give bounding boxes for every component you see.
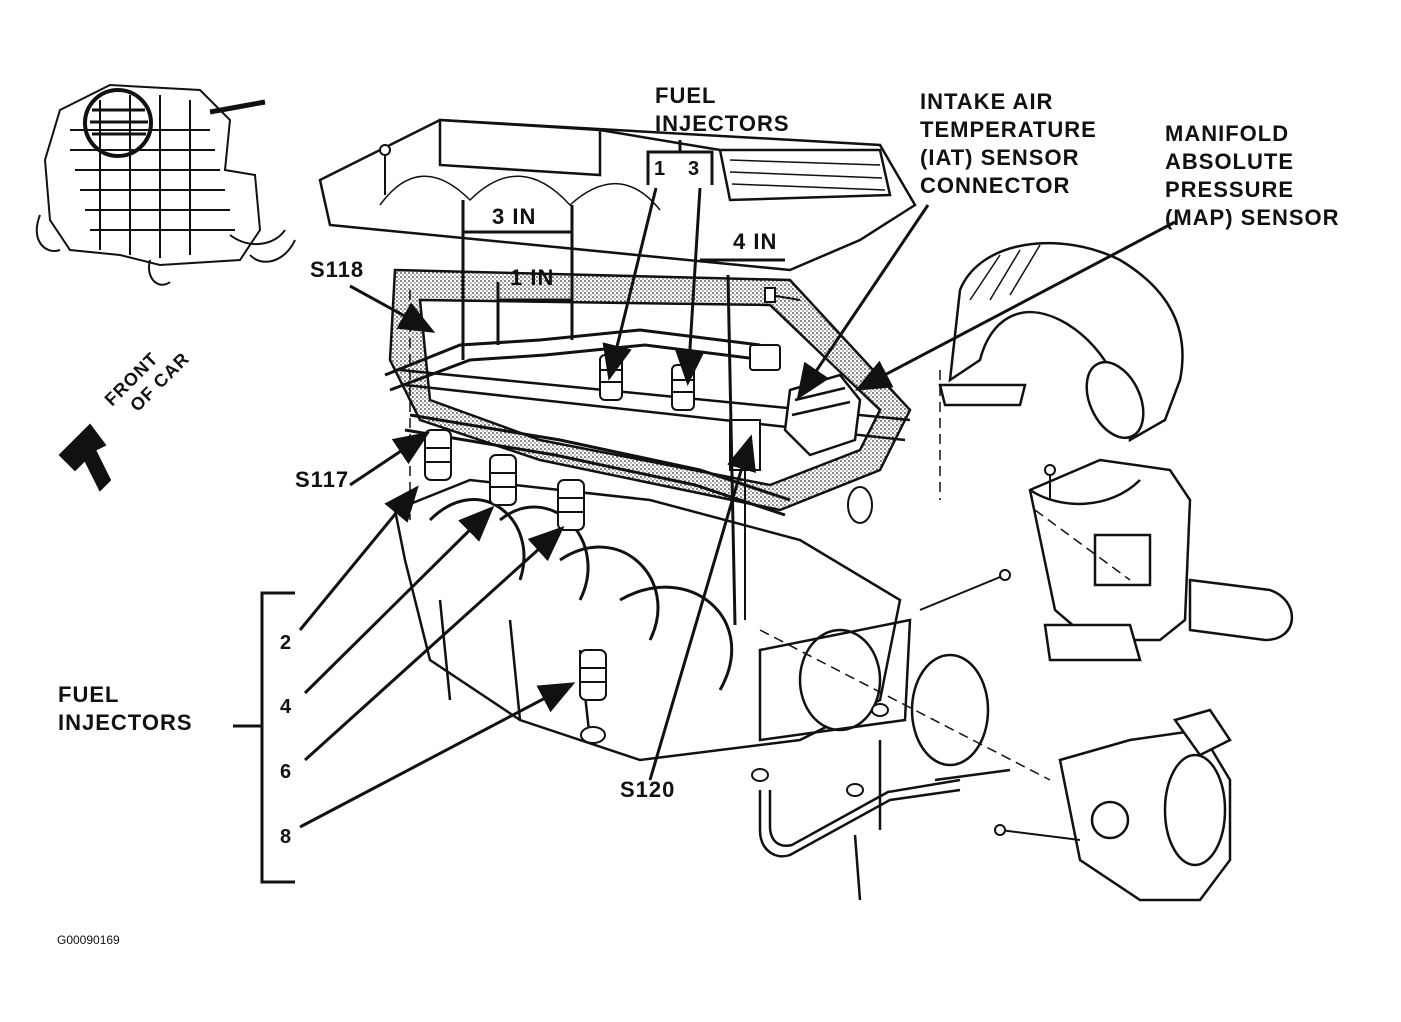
- splice-s118-label: S118: [310, 257, 365, 282]
- injector-number-3: 3: [688, 158, 700, 180]
- left-injectors-bracket: [233, 591, 295, 884]
- splice-s117-label: S117: [295, 467, 350, 492]
- fuel-injectors-left-label: FUEL INJECTORS: [58, 682, 193, 735]
- splice-s120-label: S120: [620, 777, 676, 802]
- figure-id: G00090169: [57, 933, 120, 947]
- leader-arrows: [298, 187, 1176, 829]
- engine-locator-inset: [35, 83, 296, 286]
- injector-number-6: 6: [280, 761, 292, 783]
- fuel-injector-8: [579, 649, 607, 744]
- top-injectors-bracket: [646, 140, 714, 185]
- distance-4-in-label: 4 IN: [733, 229, 778, 254]
- fuel-injector-6: [557, 479, 585, 531]
- fuel-injector-2: [424, 429, 452, 481]
- air-inlet-elbow: [938, 241, 1184, 443]
- fasteners: [379, 144, 1081, 841]
- injector-number-4: 4: [280, 696, 292, 718]
- upper-intake-plenum: [318, 118, 917, 272]
- injector-number-1: 1: [654, 158, 666, 180]
- distance-1-in-label: 1 IN: [510, 265, 555, 290]
- map-sensor-label: MANIFOLD ABSOLUTE PRESSURE (MAP) SENSOR: [1165, 121, 1340, 230]
- throttle-body: [910, 653, 1232, 902]
- injector-number-8: 8: [280, 826, 292, 848]
- distance-3-in-label: 3 IN: [492, 204, 537, 229]
- fuel-injector-3: [671, 364, 695, 411]
- fuel-injectors-top-label: FUEL INJECTORS: [655, 83, 790, 136]
- injector-number-2: 2: [280, 632, 292, 654]
- map-sensor: [783, 373, 862, 457]
- iat-sensor-connector-label: INTAKE AIR TEMPERATURE (IAT) SENSOR CONN…: [920, 89, 1097, 198]
- fuel-injector-4: [489, 454, 517, 506]
- fuel-injector-1: [599, 354, 623, 401]
- front-of-car-arrow-icon: [58, 423, 112, 492]
- throttle-body-assembly: [1028, 458, 1294, 662]
- fuel-lines: [758, 740, 1011, 901]
